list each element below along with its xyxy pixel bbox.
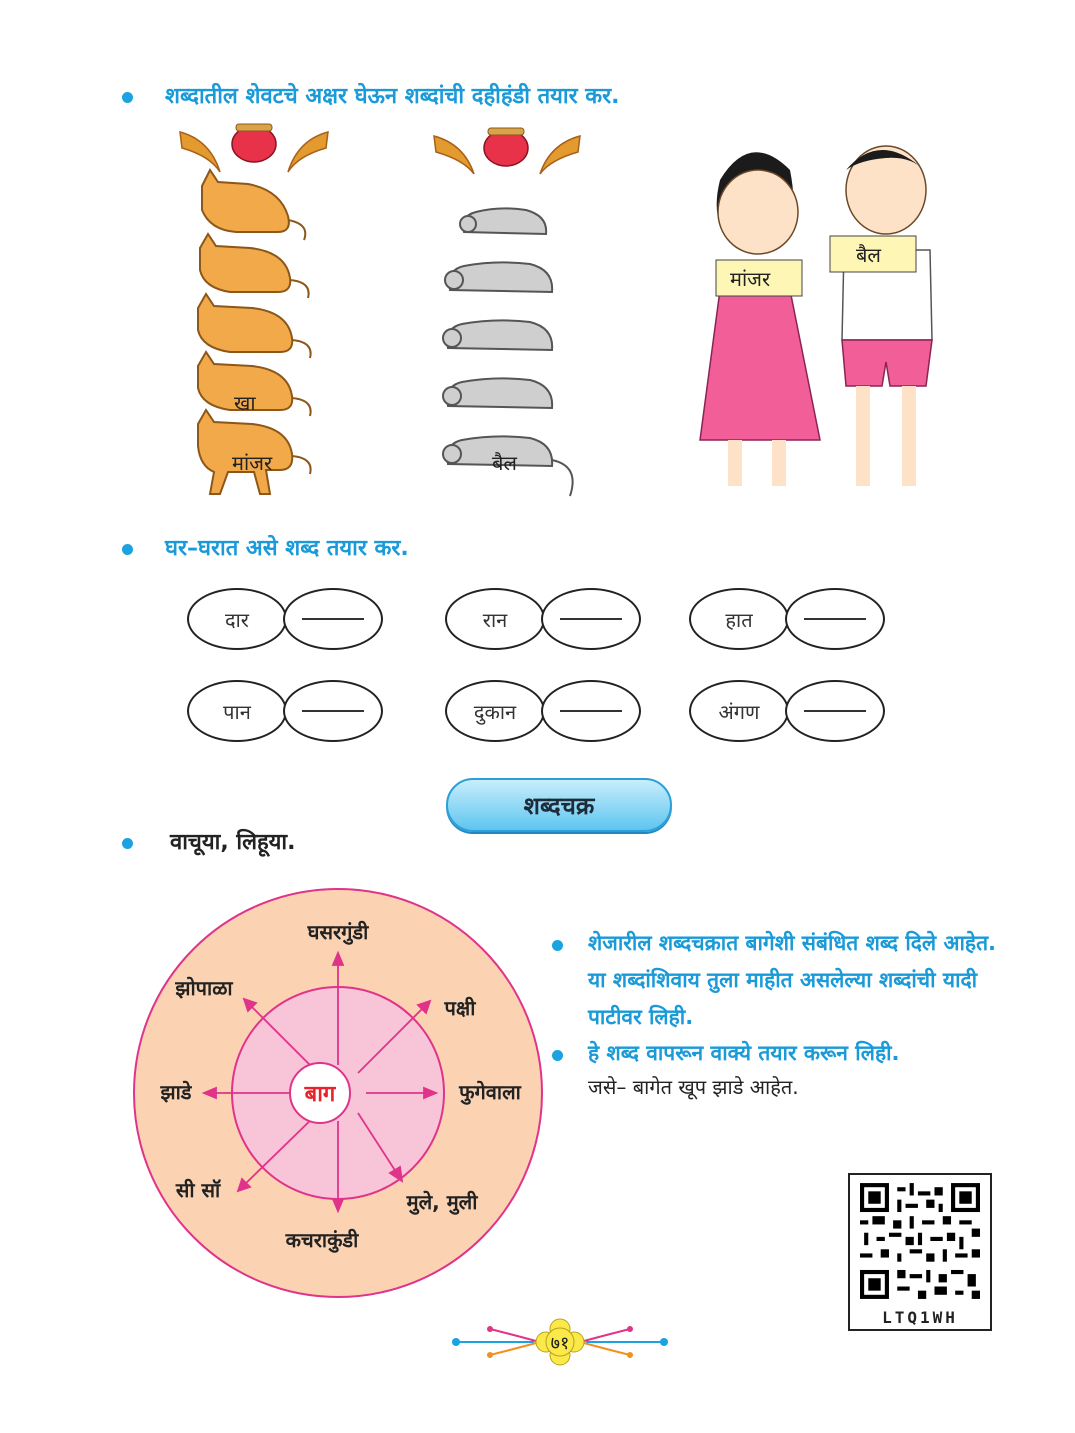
dahihandi-pot-icon (179, 123, 329, 173)
flower-badge-icon (535, 1318, 585, 1366)
word-oval-haat: हात (689, 588, 789, 650)
qr-code-box[interactable]: LTQ1WH (848, 1173, 992, 1331)
children-illustration: मांजर बैल (699, 145, 933, 486)
cat-word-1: मांजर (232, 451, 273, 475)
cat-icon (197, 292, 312, 359)
cat-tower-illustration: खा मांजर (179, 123, 329, 495)
wheel-word-mule-muli: मुले, मुली (406, 1190, 479, 1215)
cat-word-2: खा (234, 391, 256, 415)
bullet-1 (122, 92, 133, 103)
wheel-word-seesaw: सी सॉ (175, 1178, 221, 1202)
boy-figure (841, 145, 933, 486)
boy-card-text: बैल (856, 243, 881, 267)
word-oval-paan: पान (187, 680, 287, 742)
instruction-ghar-gharat: घर–घरात असे शब्द तयार कर. (165, 536, 409, 561)
mouse-stack (442, 207, 574, 497)
word-oval-ran: रान (445, 588, 545, 650)
mouse-icon (444, 261, 554, 294)
example-sentence: जसे– बागेत खूप झाडे आहेत. (588, 1075, 799, 1099)
mouse-icon (442, 319, 554, 352)
bullet-5 (552, 1050, 563, 1061)
answer-oval-dar[interactable] (283, 588, 383, 650)
wheel-word-jhopala: झोपाळा (174, 976, 233, 1000)
side-note-1: शेजारील शब्दचक्रात बागेशी संबंधित शब्द द… (588, 931, 997, 1029)
mouse-word-1: बैल (492, 451, 517, 475)
page-number-ornament: ७१ (452, 1318, 668, 1366)
mouse-icon (442, 435, 574, 497)
bullet-2 (122, 544, 133, 555)
cat-icon (197, 350, 312, 417)
mouse-icon (459, 207, 548, 236)
answer-oval-angan[interactable] (785, 680, 885, 742)
cat-stack (197, 168, 312, 495)
mouse-icon (442, 377, 554, 410)
wheel-word-kachrakundi: कचराकुंडी (285, 1228, 359, 1253)
answer-oval-paan[interactable] (283, 680, 383, 742)
boy-name-card: बैल (829, 235, 917, 273)
instruction-vachuya: वाचूया, लिहूया. (170, 830, 296, 855)
instruction-dahihandi: शब्दातील शेवटचे अक्षर घेऊन शब्दांची दहीह… (165, 84, 620, 109)
wheel-word-ghasargundi: घसरगुंडी (307, 920, 369, 945)
answer-oval-haat[interactable] (785, 588, 885, 650)
word-oval-dukaan: दुकान (445, 680, 545, 742)
dahihandi-pot-icon (433, 127, 581, 175)
qr-code-icon (860, 1183, 980, 1299)
girl-name-card: मांजर (715, 259, 803, 297)
wheel-center-bag: बाग (304, 1082, 337, 1107)
cat-icon (201, 168, 307, 241)
wheel-word-fugewala: फुगेवाला (458, 1080, 522, 1105)
bullet-4 (552, 940, 563, 951)
mouse-tower-illustration: बैल (433, 127, 581, 497)
answer-oval-ran[interactable] (541, 588, 641, 650)
wheel-word-pakshi: पक्षी (444, 996, 477, 1020)
side-note-2: हे शब्द वापरून वाक्ये तयार करून लिही. (588, 1041, 900, 1065)
section-title-shabdachakra: शब्दचक्र (446, 778, 672, 832)
bullet-3 (122, 838, 133, 849)
word-oval-dar: दार (187, 588, 287, 650)
page-number: ७१ (551, 1333, 570, 1354)
cat-icon (197, 408, 312, 495)
qr-code-label: LTQ1WH (882, 1308, 958, 1327)
word-oval-angan: अंगण (689, 680, 789, 742)
wheel-word-jhade: झाडे (160, 1080, 193, 1104)
cat-icon (199, 232, 310, 299)
word-wheel: बाग घसरगुंडी पक्षी फुगेवाला मुले, मुली क… (133, 888, 543, 1298)
girl-card-text: मांजर (730, 267, 771, 291)
girl-figure (699, 152, 821, 486)
answer-oval-dukaan[interactable] (541, 680, 641, 742)
